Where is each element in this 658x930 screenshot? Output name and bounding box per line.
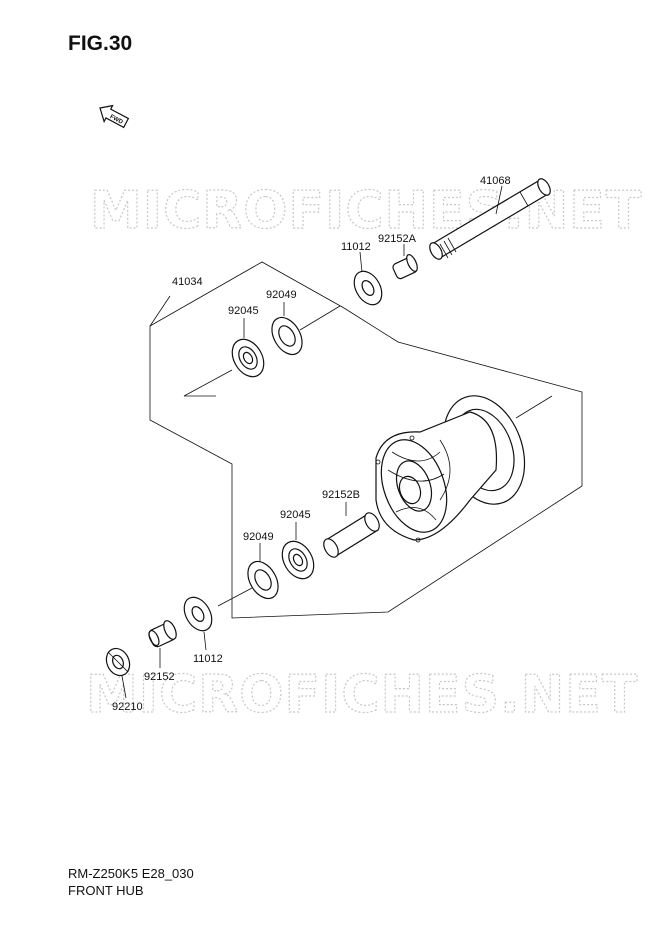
label-seal-92049-upper: 92049	[266, 289, 297, 301]
seal-92049-upper	[271, 316, 303, 356]
leader-11012-upper	[359, 251, 363, 273]
watermark-bottom: MICROFICHES.NET	[86, 665, 638, 725]
leader-axle	[495, 185, 503, 215]
front-hub	[375, 395, 526, 543]
label-axle-41068: 41068	[480, 175, 511, 187]
spacer-92152b	[323, 512, 380, 558]
axis-line-lower	[217, 587, 253, 607]
nut-92210	[105, 647, 131, 677]
watermark-top: MICROFICHES.NET	[90, 181, 642, 241]
model-code: RM-Z250K5 E28_030	[68, 866, 194, 881]
axis-line-hub-right	[515, 395, 553, 419]
label-spacer-92152a: 92152A	[378, 233, 417, 245]
spacer-92152a	[392, 254, 418, 280]
collar-11012-upper	[353, 270, 383, 306]
label-seal-92049-lower: 92049	[243, 531, 274, 543]
bearing-92045-lower	[281, 540, 315, 580]
label-nut-92210: 92210	[112, 701, 143, 713]
label-hub-assy-41034: 41034	[172, 276, 203, 288]
collar-11012-lower	[183, 596, 213, 632]
axis-line-upper-mid	[299, 305, 341, 331]
seal-92049-lower	[247, 560, 279, 600]
label-collar-11012-upper: 11012	[341, 241, 371, 253]
fwd-arrow-icon: FWD	[99, 104, 130, 129]
bearing-92045-upper	[231, 338, 265, 378]
label-bearing-92045-lower: 92045	[280, 509, 311, 521]
figure-title: FIG.30	[68, 32, 133, 55]
label-collar-11012-lower: 11012	[193, 653, 223, 665]
label-bearing-92045-upper: 92045	[228, 305, 259, 317]
label-spacer-92152: 92152	[144, 671, 175, 683]
leader-11012-lower	[203, 631, 207, 651]
axle-41068	[429, 178, 551, 260]
section-name: FRONT HUB	[68, 883, 144, 898]
hub-assembly-outline	[149, 261, 583, 619]
leader-92210	[121, 675, 127, 699]
label-spacer-92152b: 92152B	[322, 489, 360, 501]
axis-line-upper-left	[183, 369, 233, 397]
spacer-92152	[148, 620, 177, 648]
